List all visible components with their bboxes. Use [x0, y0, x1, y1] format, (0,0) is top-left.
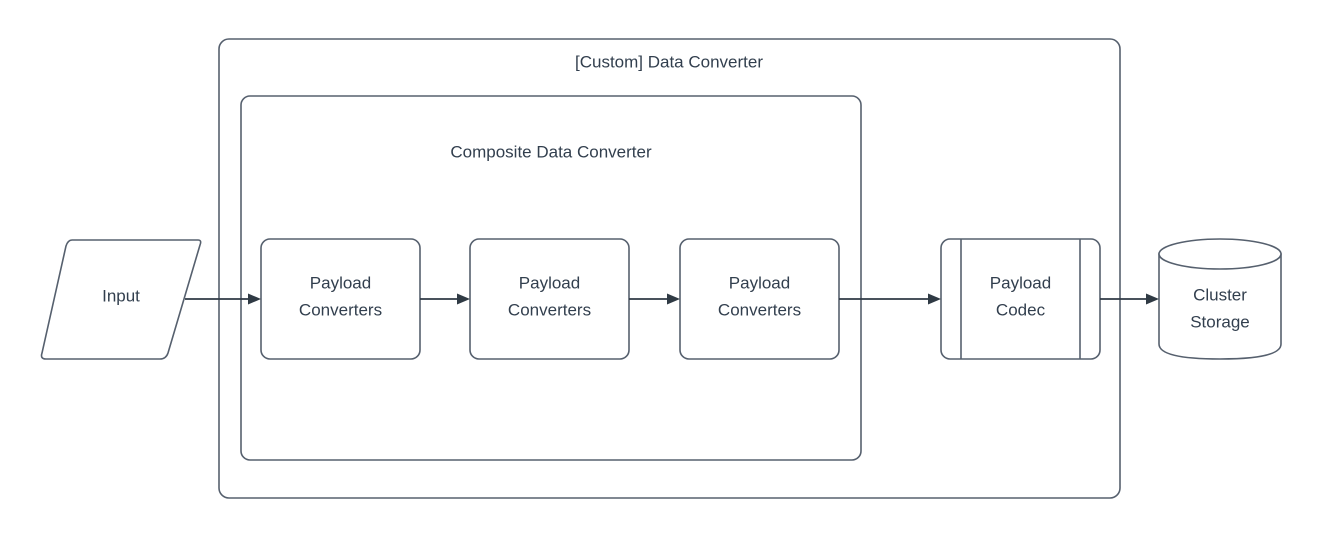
edge-payload-converters-1-to-2 — [420, 293, 470, 305]
arrow-head-icon — [928, 293, 941, 305]
payload-converters-1-label-line1: Payload — [310, 273, 371, 292]
cluster-storage-label-line1: Cluster — [1193, 285, 1247, 304]
cluster-storage-label-line2: Storage — [1190, 312, 1250, 331]
payload-converters-1-label-line2: Converters — [299, 300, 382, 319]
node-payload-converters-2[interactable]: Payload Converters — [469, 238, 630, 360]
composite-data-converter-label: Composite Data Converter — [450, 142, 652, 161]
payload-converters-2-box[interactable] — [469, 238, 630, 360]
node-input[interactable]: Input — [40, 239, 202, 360]
payload-converters-3-label-line1: Payload — [729, 273, 790, 292]
custom-data-converter-label: [Custom] Data Converter — [575, 52, 763, 71]
payload-codec-box[interactable] — [940, 238, 1101, 360]
arrow-head-icon — [248, 293, 261, 305]
arrow-head-icon — [457, 293, 470, 305]
payload-codec-label-line1: Payload — [990, 273, 1051, 292]
node-cluster-storage[interactable]: Cluster Storage — [1158, 238, 1282, 360]
input-label: Input — [102, 286, 140, 305]
arrow-head-icon — [1146, 293, 1159, 305]
payload-converters-2-label-line1: Payload — [519, 273, 580, 292]
node-payload-codec[interactable]: Payload Codec — [940, 238, 1101, 360]
payload-converters-3-label-line2: Converters — [718, 300, 801, 319]
node-payload-converters-3[interactable]: Payload Converters — [679, 238, 840, 360]
payload-converters-2-label-line2: Converters — [508, 300, 591, 319]
payload-codec-label-line2: Codec — [996, 300, 1046, 319]
cluster-storage-top-ellipse — [1158, 238, 1282, 270]
edge-payload-codec-to-cluster-storage — [1100, 293, 1159, 305]
cluster-storage-body[interactable] — [1158, 253, 1282, 360]
arrow-head-icon — [667, 293, 680, 305]
edge-input-to-payload-converters-1 — [185, 293, 261, 305]
node-payload-converters-1[interactable]: Payload Converters — [260, 238, 421, 360]
input-parallelogram-shape[interactable] — [40, 239, 202, 360]
edge-payload-converters-2-to-3 — [629, 293, 680, 305]
payload-converters-3-box[interactable] — [679, 238, 840, 360]
edge-payload-converters-3-to-payload-codec — [839, 293, 941, 305]
payload-converters-1-box[interactable] — [260, 238, 421, 360]
